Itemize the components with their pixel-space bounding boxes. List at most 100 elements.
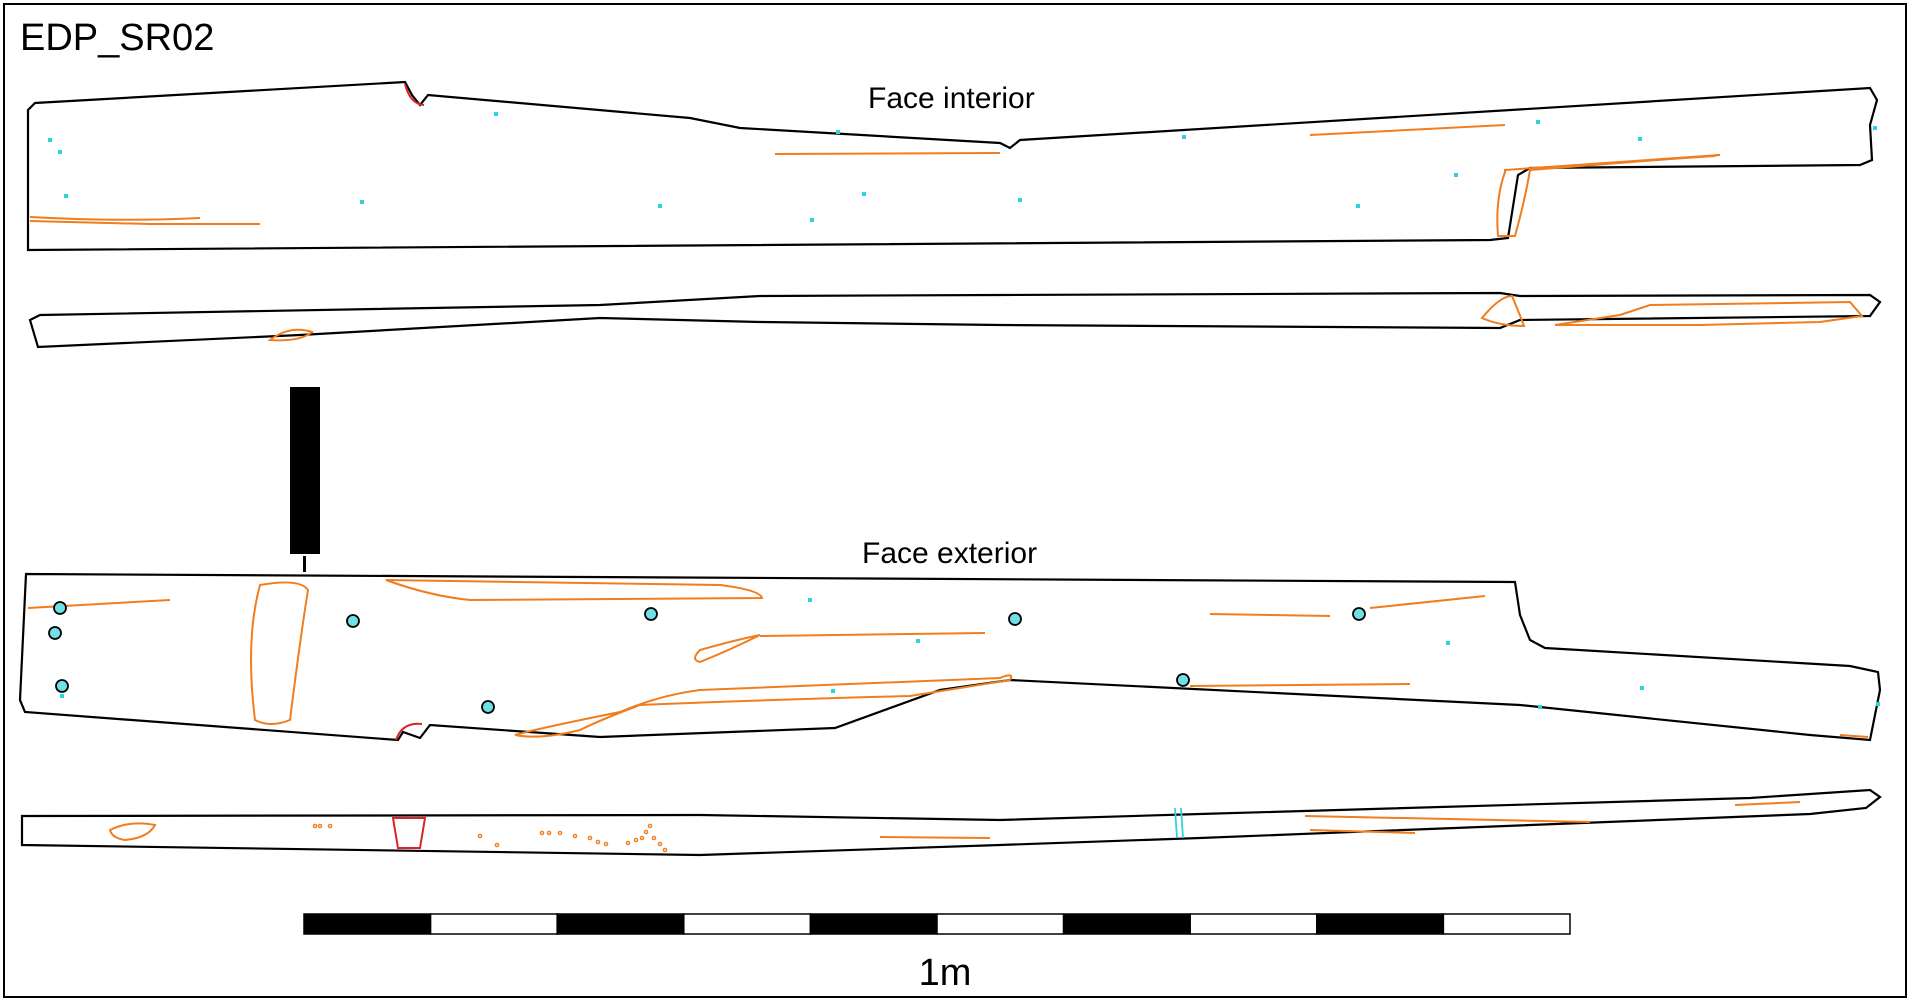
exterior-knot-large [250, 581, 310, 725]
nail-dot [1018, 198, 1022, 202]
pit-dot [603, 841, 609, 847]
pit-dot [657, 841, 663, 847]
nail-dot [1536, 120, 1540, 124]
nail-circle [53, 601, 67, 615]
pit-dot [546, 830, 552, 836]
interior-notch [404, 83, 425, 106]
interior-features [29, 124, 1721, 237]
pit-dot [595, 839, 601, 845]
nail-circle [481, 700, 495, 714]
edge-red-trapezoid [391, 817, 427, 849]
nail-dot [58, 150, 62, 154]
pit-dot [647, 823, 653, 829]
face-exterior-label: Face exterior [862, 537, 1037, 570]
scale-bar-segment [1062, 913, 1191, 935]
exterior-knot-top [385, 579, 764, 602]
nail-circle [346, 614, 360, 628]
scale-bar-segment [683, 913, 812, 935]
interior-nail-dots [48, 112, 1877, 222]
nail-circle [1176, 673, 1190, 687]
interior-grain-line-4 [1309, 124, 1506, 136]
pit-dot [651, 835, 657, 841]
exterior-grain-4 [1369, 595, 1486, 609]
nail-circle [1352, 607, 1366, 621]
edge-knot-1 [267, 328, 315, 342]
scale-bar-label: 1m [919, 952, 972, 994]
edge-grain-3 [1309, 829, 1416, 834]
exterior-grain-3 [1209, 613, 1331, 617]
exterior-grain-5 [1189, 683, 1411, 687]
exterior-grain-6 [1839, 734, 1869, 738]
reference-tick [303, 556, 306, 572]
nail-circle [48, 626, 62, 640]
nail-dot [1873, 126, 1877, 130]
edge-features-top [267, 294, 1864, 342]
nail-circle [644, 607, 658, 621]
nail-dot [808, 598, 812, 602]
face-interior-label: Face interior [868, 82, 1035, 115]
exterior-edge-outline [20, 788, 1882, 857]
edge-pit-dots [312, 823, 668, 853]
pit-dot [587, 835, 593, 841]
nail-dot [1356, 204, 1360, 208]
nail-dot [1640, 686, 1644, 690]
nail-dot [831, 689, 835, 693]
nail-dot [60, 694, 64, 698]
scale-bar-segment [303, 913, 432, 935]
pit-dot [327, 823, 333, 829]
edge-knot-3 [1554, 300, 1864, 326]
edge-knot-2 [1480, 294, 1526, 328]
interior-face-outline [26, 80, 1879, 252]
pit-dot [477, 833, 483, 839]
nail-dot [836, 130, 840, 134]
figure-title: EDP_SR02 [20, 17, 214, 59]
nail-circle [1008, 612, 1022, 626]
scale-bar-segment [429, 913, 558, 935]
nail-dot [48, 138, 52, 142]
edge-grain-1 [879, 836, 991, 839]
exterior-knot-long [514, 674, 1013, 738]
nail-dot [658, 204, 662, 208]
exterior-grain-2 [759, 632, 986, 637]
scale-bar-segment [936, 913, 1065, 935]
exterior-face-outline [18, 572, 1882, 742]
nail-dot [1446, 641, 1450, 645]
figure-border [3, 3, 1907, 998]
nail-circle [55, 679, 69, 693]
pit-dot [572, 833, 578, 839]
interior-edge-outline [28, 291, 1882, 349]
exterior-nail-dots [60, 598, 1880, 709]
exterior-knot-middle [694, 634, 761, 664]
nail-dot [1538, 705, 1542, 709]
interior-grain-line-1 [29, 220, 260, 225]
pit-dot [633, 837, 639, 843]
pit-dot [557, 830, 563, 836]
edge-grain-4 [1734, 801, 1801, 806]
scale-bar-segment [1189, 913, 1318, 935]
interior-grain-line-3 [774, 152, 1001, 155]
pit-dot [494, 842, 500, 848]
nail-dot [1454, 173, 1458, 177]
edge-grain-2 [1304, 815, 1591, 823]
nail-dot [360, 200, 364, 204]
pit-dot [639, 835, 645, 841]
interior-knot [1496, 154, 1721, 237]
exterior-nail-circles [48, 601, 1366, 714]
scale-bar-segment [1442, 913, 1571, 935]
nail-dot [1876, 702, 1880, 706]
nail-dot [1182, 135, 1186, 139]
nail-dot [862, 192, 866, 196]
exterior-features [27, 579, 1869, 738]
pit-dot [312, 823, 318, 829]
nail-dot [916, 639, 920, 643]
pit-dot [643, 829, 649, 835]
scale-bar [303, 913, 1571, 935]
pit-dot [625, 840, 631, 846]
pit-dot [662, 847, 668, 853]
reference-bar [290, 387, 320, 554]
scale-bar-segment [1316, 913, 1445, 935]
scale-bar-segment [809, 913, 938, 935]
scale-bar-segment [556, 913, 685, 935]
